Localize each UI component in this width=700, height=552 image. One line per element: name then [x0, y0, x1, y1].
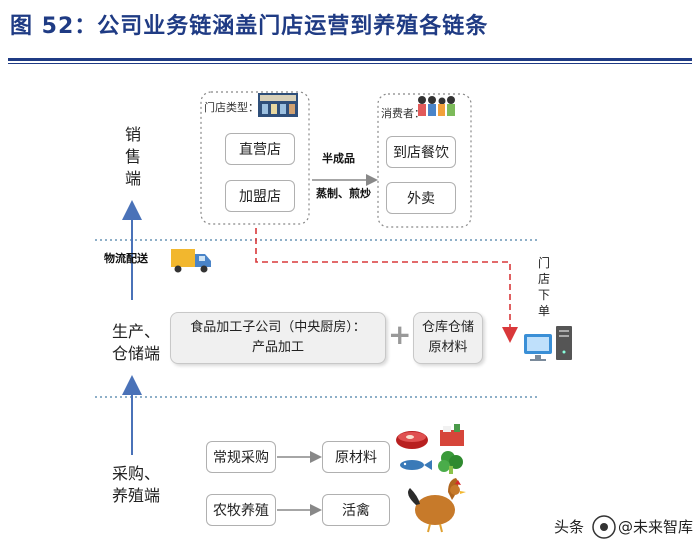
storefront-image [258, 93, 298, 117]
direct-store-box: 直营店 [225, 133, 295, 165]
figure-title: 图 52：公司业务链涵盖门店运营到养殖各链条 [10, 14, 489, 39]
warehouse-box: 仓库仓储 原材料 [413, 312, 483, 364]
broccoli-image [438, 451, 463, 474]
franchise-store-box: 加盟店 [225, 180, 295, 212]
store-group-frame [200, 91, 310, 225]
watermark-logo [592, 515, 616, 539]
groceries-image [440, 424, 464, 446]
plus-sign: + [388, 318, 412, 351]
order-flow-arrow [255, 228, 518, 343]
farming-box: 农牧养殖 [206, 494, 276, 526]
consumer-group-frame [377, 93, 472, 228]
central-kitchen-box: 食品加工子公司（中央厨房）： 产品加工 [170, 312, 386, 364]
warehouse-line2: 原材料 [428, 340, 468, 355]
title-rule [8, 58, 692, 61]
regular-procurement-box: 常规采购 [206, 441, 276, 473]
computer-icon [524, 326, 572, 361]
watermark-prefix: 头条 [554, 518, 585, 536]
semi-finished-label: 半成品 [322, 152, 355, 165]
store-order-label: 门店下单 [537, 256, 550, 318]
tier-label-sales: 销售端 [124, 125, 141, 188]
store-type-label: 门店类型： [204, 101, 259, 114]
tier-label-production-line2: 仓储端 [111, 344, 160, 363]
watermark-handle: @未来智库 [618, 518, 694, 536]
central-kitchen-line2: 产品加工 [251, 340, 304, 355]
warehouse-line1: 仓库仓储 [421, 320, 474, 335]
chicken-image [408, 478, 466, 533]
consumers-image [418, 96, 455, 116]
tier-label-procurement-line1: 采购、 [111, 464, 160, 483]
dine-in-box: 到店餐饮 [386, 136, 456, 168]
raw-material-box: 原材料 [322, 441, 390, 473]
consumer-label: 消费者： [381, 107, 425, 120]
tier-label-production-line1: 生产、 [111, 322, 160, 341]
fish-image [400, 460, 432, 470]
live-poultry-box: 活禽 [322, 494, 390, 526]
cooking-label: 蒸制、煎炒 [316, 187, 371, 200]
takeout-box: 外卖 [386, 182, 456, 214]
logistics-label: 物流配送 [104, 252, 148, 265]
truck-icon [171, 249, 211, 273]
title-rule-thin [8, 63, 692, 64]
central-kitchen-line1: 食品加工子公司（中央厨房）： [190, 320, 366, 335]
meat-image [396, 431, 428, 449]
tier-label-procurement-line2: 养殖端 [111, 486, 160, 505]
